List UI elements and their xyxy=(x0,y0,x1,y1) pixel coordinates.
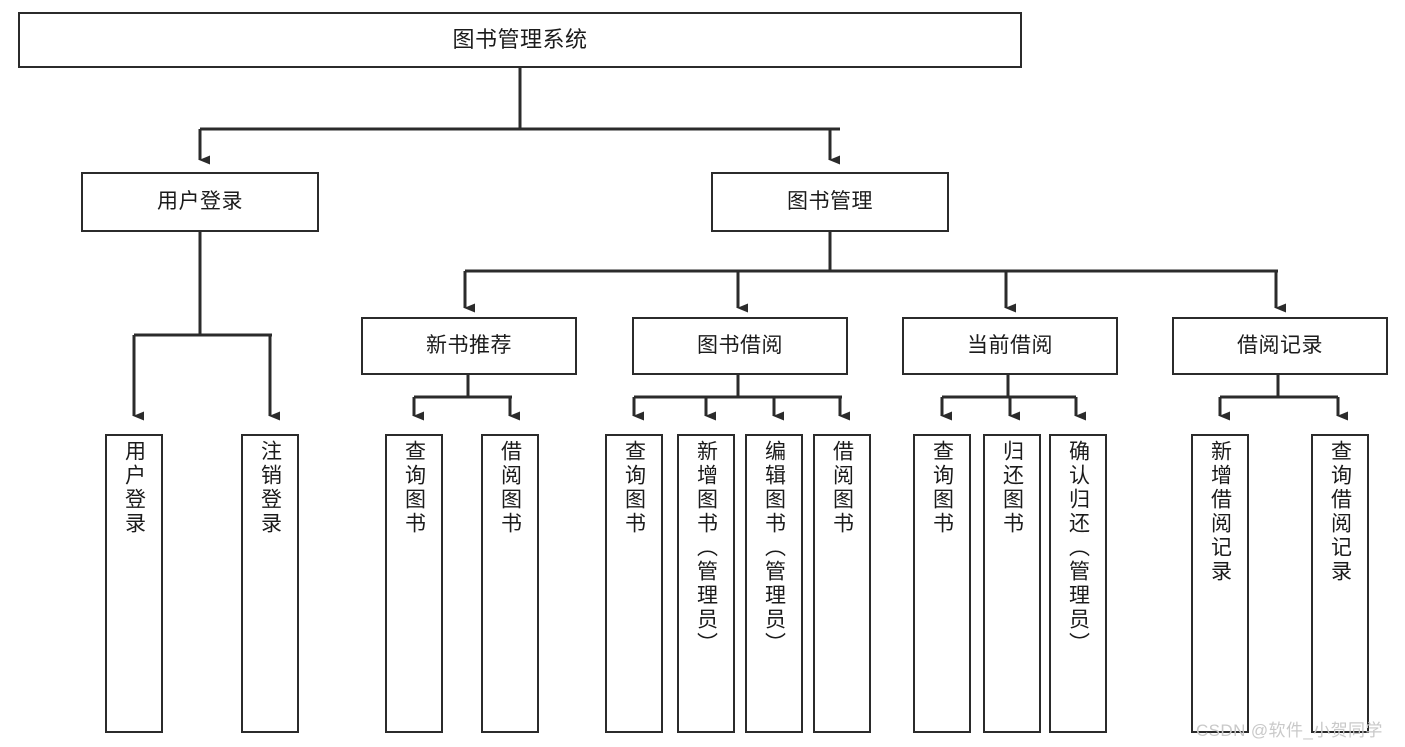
leaf-new-book-borrow-books[interactable]: 借阅图书 xyxy=(481,434,539,733)
node-user-login[interactable]: 用户登录 xyxy=(81,172,319,232)
node-label: 借阅记录 xyxy=(1237,334,1323,358)
node-label: 编辑图书（管理员） xyxy=(762,440,786,656)
leaf-current-borrow-query-books[interactable]: 查询图书 xyxy=(913,434,971,733)
node-label: 用户登录 xyxy=(157,190,243,214)
node-label: 查询图书 xyxy=(402,440,426,536)
node-label: 新增图书（管理员） xyxy=(694,440,718,656)
node-label: 确认归还（管理员） xyxy=(1066,440,1090,656)
node-label: 查询图书 xyxy=(930,440,954,536)
leaf-borrow-record-query-record[interactable]: 查询借阅记录 xyxy=(1311,434,1369,733)
leaf-borrow-record-add-record[interactable]: 新增借阅记录 xyxy=(1191,434,1249,733)
leaf-borrow-book-add-book-admin[interactable]: 新增图书（管理员） xyxy=(677,434,735,733)
node-label: 查询借阅记录 xyxy=(1328,440,1352,584)
node-label: 归还图书 xyxy=(1000,440,1024,536)
node-label: 用户登录 xyxy=(122,440,146,536)
node-book-management[interactable]: 图书管理 xyxy=(711,172,949,232)
leaf-borrow-book-edit-book-admin[interactable]: 编辑图书（管理员） xyxy=(745,434,803,733)
node-label: 图书管理 xyxy=(787,190,873,214)
node-label: 图书管理系统 xyxy=(452,27,588,53)
node-label: 借阅图书 xyxy=(498,440,522,536)
leaf-user-login-logout[interactable]: 注销登录 xyxy=(241,434,299,733)
node-label: 注销登录 xyxy=(258,440,282,536)
node-label: 借阅图书 xyxy=(830,440,854,536)
node-book-borrowing[interactable]: 图书借阅 xyxy=(632,317,848,375)
node-label: 新书推荐 xyxy=(426,334,512,358)
csdn-watermark: CSDN @软件_小贺同学 xyxy=(1196,721,1383,740)
node-current-borrowing[interactable]: 当前借阅 xyxy=(902,317,1118,375)
node-label: 查询图书 xyxy=(622,440,646,536)
node-label: 新增借阅记录 xyxy=(1208,440,1232,584)
leaf-current-borrow-confirm-return-admin[interactable]: 确认归还（管理员） xyxy=(1049,434,1107,733)
node-label: 当前借阅 xyxy=(967,334,1053,358)
node-label: 图书借阅 xyxy=(697,334,783,358)
leaf-new-book-query-books[interactable]: 查询图书 xyxy=(385,434,443,733)
node-root-book-management-system[interactable]: 图书管理系统 xyxy=(18,12,1022,68)
leaf-borrow-book-borrow-books[interactable]: 借阅图书 xyxy=(813,434,871,733)
leaf-borrow-book-query-books[interactable]: 查询图书 xyxy=(605,434,663,733)
leaf-user-login-login[interactable]: 用户登录 xyxy=(105,434,163,733)
leaf-current-borrow-return-books[interactable]: 归还图书 xyxy=(983,434,1041,733)
node-new-book-recommendation[interactable]: 新书推荐 xyxy=(361,317,577,375)
node-borrowing-record[interactable]: 借阅记录 xyxy=(1172,317,1388,375)
